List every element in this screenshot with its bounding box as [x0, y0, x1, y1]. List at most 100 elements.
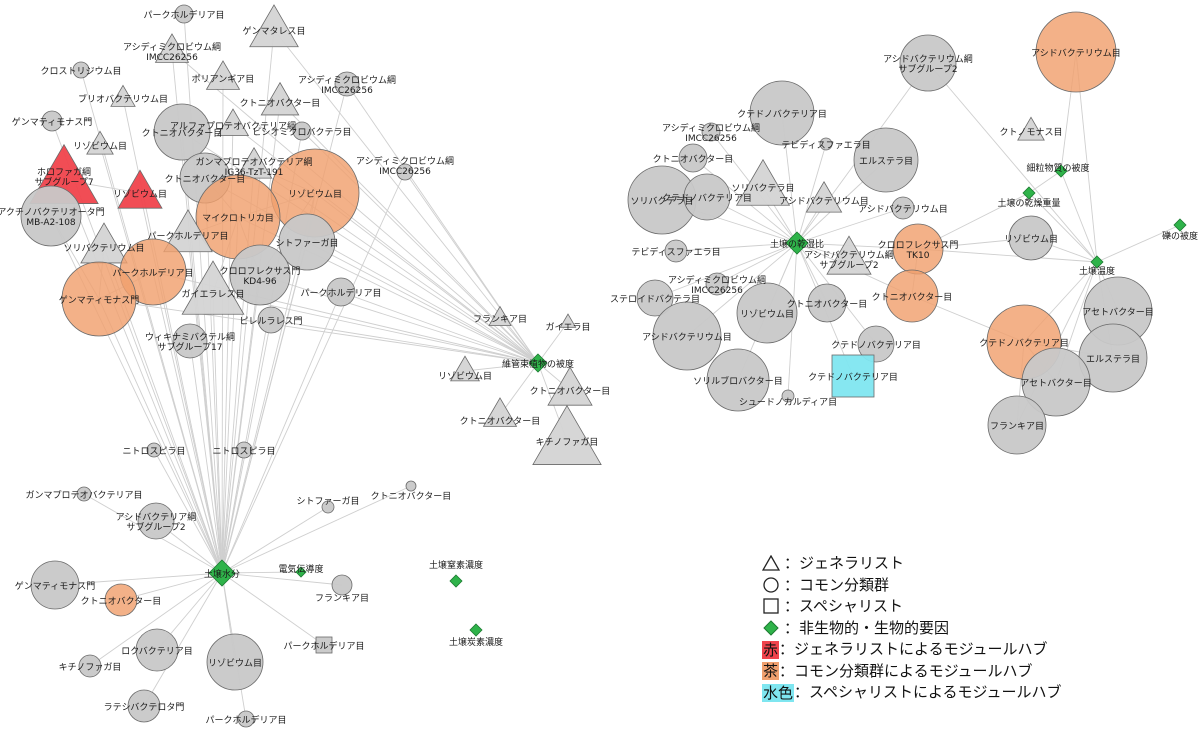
circle-node: [819, 137, 833, 151]
circle-node: [104, 583, 138, 617]
node-label: フランキア目: [990, 421, 1044, 432]
node-label: ゲンマタレス目: [242, 25, 305, 37]
node-label: フランキア目: [315, 593, 369, 604]
network-edge: [152, 271, 223, 574]
legend-text: ：ジェネラリスト: [784, 554, 905, 572]
node-label: リゾビウム目: [438, 371, 492, 382]
factor-label: 維管束植物の被度: [502, 358, 574, 370]
factor-label: 土壌炭素濃度: [449, 636, 503, 648]
factor-label: 礫の被度: [1162, 230, 1198, 242]
node-label: アシドバクテリア綱サブグループ2: [116, 511, 197, 533]
network-edge: [273, 29, 539, 364]
node-label: エルステラ目: [859, 156, 913, 167]
factor-diamond: [295, 566, 307, 578]
factor-diamond: [1090, 255, 1104, 269]
network-edge: [120, 572, 223, 601]
factor-diamond: [528, 353, 548, 373]
network-edge: [1096, 224, 1181, 263]
circle-node: [20, 185, 82, 247]
circle-node: [781, 389, 795, 403]
legend-red-hub: 赤 ：ジェネラリストによるモジュールハブ: [762, 639, 1192, 661]
circle-node: [706, 348, 770, 412]
circle-node: [987, 395, 1047, 455]
network-edge: [306, 241, 539, 364]
factor-label: 電気伝導度: [278, 563, 323, 575]
network-edge: [221, 506, 329, 574]
node-label: クテドノバクテリア目: [662, 193, 752, 204]
node-label: クトニオバクター目: [787, 299, 868, 310]
network-edge: [675, 242, 798, 252]
circle-node: [72, 61, 90, 79]
square-node: [831, 354, 875, 398]
circle-node: [78, 654, 102, 678]
circle-node: [326, 277, 356, 307]
network-edge: [221, 77, 224, 574]
network-edge: [54, 572, 223, 586]
legend-text: ：コモン分類群: [784, 575, 890, 594]
legend: ：ジェネラリスト ：コモン分類群 ：スペシャリスト ：非生物的・生物的要因 赤 …: [762, 553, 1192, 704]
circle-node: [1021, 347, 1091, 417]
circle-node: [736, 282, 798, 344]
node-label: クトニオバクター目: [530, 386, 611, 397]
circle-node: [705, 272, 729, 296]
network-edge: [927, 62, 1098, 263]
triangle-icon: [762, 553, 784, 574]
node-label: クトニオバクター目: [371, 491, 452, 502]
circle-node: [206, 633, 264, 691]
node-label: リゾビウム目: [740, 309, 794, 320]
network-edge: [89, 572, 223, 667]
triangle-node: [117, 169, 163, 209]
node-label: アセトバクター目: [1020, 378, 1091, 389]
factor-label: 土壌温度: [1079, 265, 1115, 277]
node-label: ラテシバクテロタ門: [104, 702, 185, 713]
factor-diamond: [1173, 218, 1187, 232]
node-label: クトニオバクター目: [240, 98, 321, 109]
network-edge: [1028, 192, 1098, 263]
network-edge: [917, 248, 1098, 263]
network-edge: [221, 485, 412, 574]
circle-node: [135, 628, 179, 672]
circle-node: [127, 689, 161, 723]
legend-generalist: ：ジェネラリスト: [762, 553, 1192, 575]
network-edge: [340, 291, 539, 364]
triangle-node: [86, 130, 114, 155]
red-swatch: 赤: [762, 640, 780, 659]
circle-node: [807, 283, 847, 323]
network-edge: [99, 144, 223, 574]
network-edge: [221, 449, 245, 574]
legend-factor: ：非生物的・生物的要因: [762, 618, 1192, 640]
node-label: ゲンマティモナス門: [59, 294, 139, 306]
node-label: アシドバクテリウム目: [779, 196, 869, 207]
network-edge: [654, 242, 798, 299]
circle-node: [321, 500, 335, 514]
circle-node: [396, 163, 414, 181]
node-label: クトニオバクター目: [872, 292, 953, 303]
triangle-node: [260, 81, 300, 116]
triangle-node: [488, 305, 512, 327]
node-label: アシドバクテリウム綱サブグループ2: [883, 53, 973, 75]
node-label: クテドノバクテリア目: [831, 340, 921, 351]
triangle-node: [181, 260, 245, 315]
node-label: クトニオバクター目: [81, 596, 162, 607]
cyan-swatch: 水色: [762, 683, 795, 702]
node-label: ソリバクテラ目: [630, 196, 693, 207]
node-label: シュードノカルディア目: [739, 396, 837, 408]
node-label: アシドバクテリウム綱サブグループ2: [804, 249, 894, 271]
network-edge: [314, 192, 539, 364]
network-edge: [221, 291, 342, 574]
node-label: クトニオバクター目: [142, 128, 223, 139]
triangle-node: [826, 235, 872, 275]
node-label: クテドノバクテリア目: [808, 372, 898, 383]
circle-node: [257, 306, 285, 334]
network-edge: [796, 143, 827, 244]
circle-node: [1008, 215, 1054, 261]
network-edge: [716, 242, 798, 285]
node-label: ピレルラレス門: [239, 316, 302, 327]
